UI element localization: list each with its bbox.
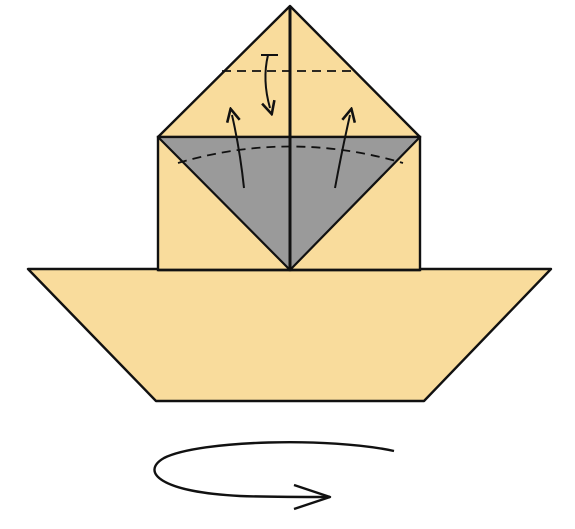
turn-over-icon: [154, 442, 394, 509]
boat-hull: [28, 269, 551, 401]
